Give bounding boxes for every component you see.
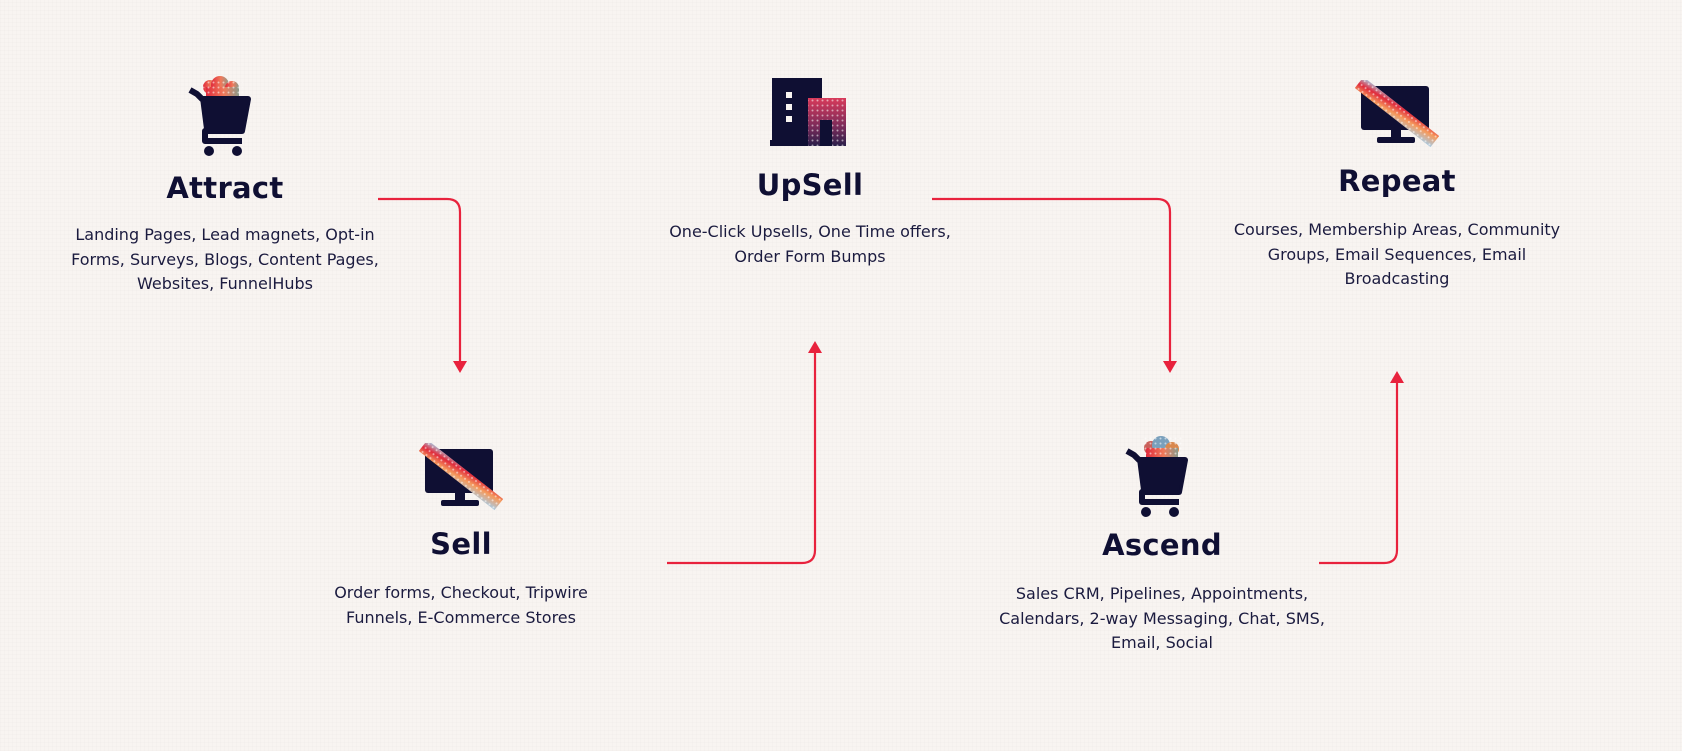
- step-title: Sell: [430, 527, 492, 561]
- step-upsell: UpSell One-Click Upsells, One Time offer…: [620, 78, 1000, 269]
- connector-sell-to-upsell: [667, 341, 822, 565]
- step-description: One-Click Upsells, One Time offers, Orde…: [669, 222, 951, 266]
- monitor-icon: [419, 443, 503, 511]
- step-description: Landing Pages, Lead magnets, Opt-in Form…: [71, 225, 379, 293]
- connector-attract-to-sell: [378, 197, 467, 373]
- step-ascend: Ascend Sales CRM, Pipelines, Appointment…: [972, 436, 1352, 656]
- step-title: UpSell: [756, 168, 864, 202]
- step-description: Courses, Membership Areas, Community Gro…: [1233, 220, 1561, 288]
- step-attract: Attract Landing Pages, Lead magnets, Opt…: [35, 75, 415, 297]
- step-title: Ascend: [1102, 528, 1222, 562]
- connector-upsell-to-ascend: [932, 197, 1177, 373]
- step-title: Repeat: [1338, 164, 1456, 198]
- step-repeat: Repeat Courses, Membership Areas, Commun…: [1207, 80, 1587, 292]
- step-description: Order forms, Checkout, Tripwire Funnels,…: [334, 583, 588, 627]
- shopping-cart-icon: [1125, 436, 1188, 517]
- monitor-icon: [1355, 80, 1439, 148]
- step-title: Attract: [166, 171, 284, 205]
- step-sell: Sell Order forms, Checkout, Tripwire Fun…: [271, 443, 651, 630]
- building-icon: [770, 78, 846, 146]
- step-description: Sales CRM, Pipelines, Appointments, Cale…: [999, 584, 1325, 652]
- connector-ascend-to-repeat: [1319, 371, 1404, 565]
- shopping-cart-icon: [188, 76, 251, 156]
